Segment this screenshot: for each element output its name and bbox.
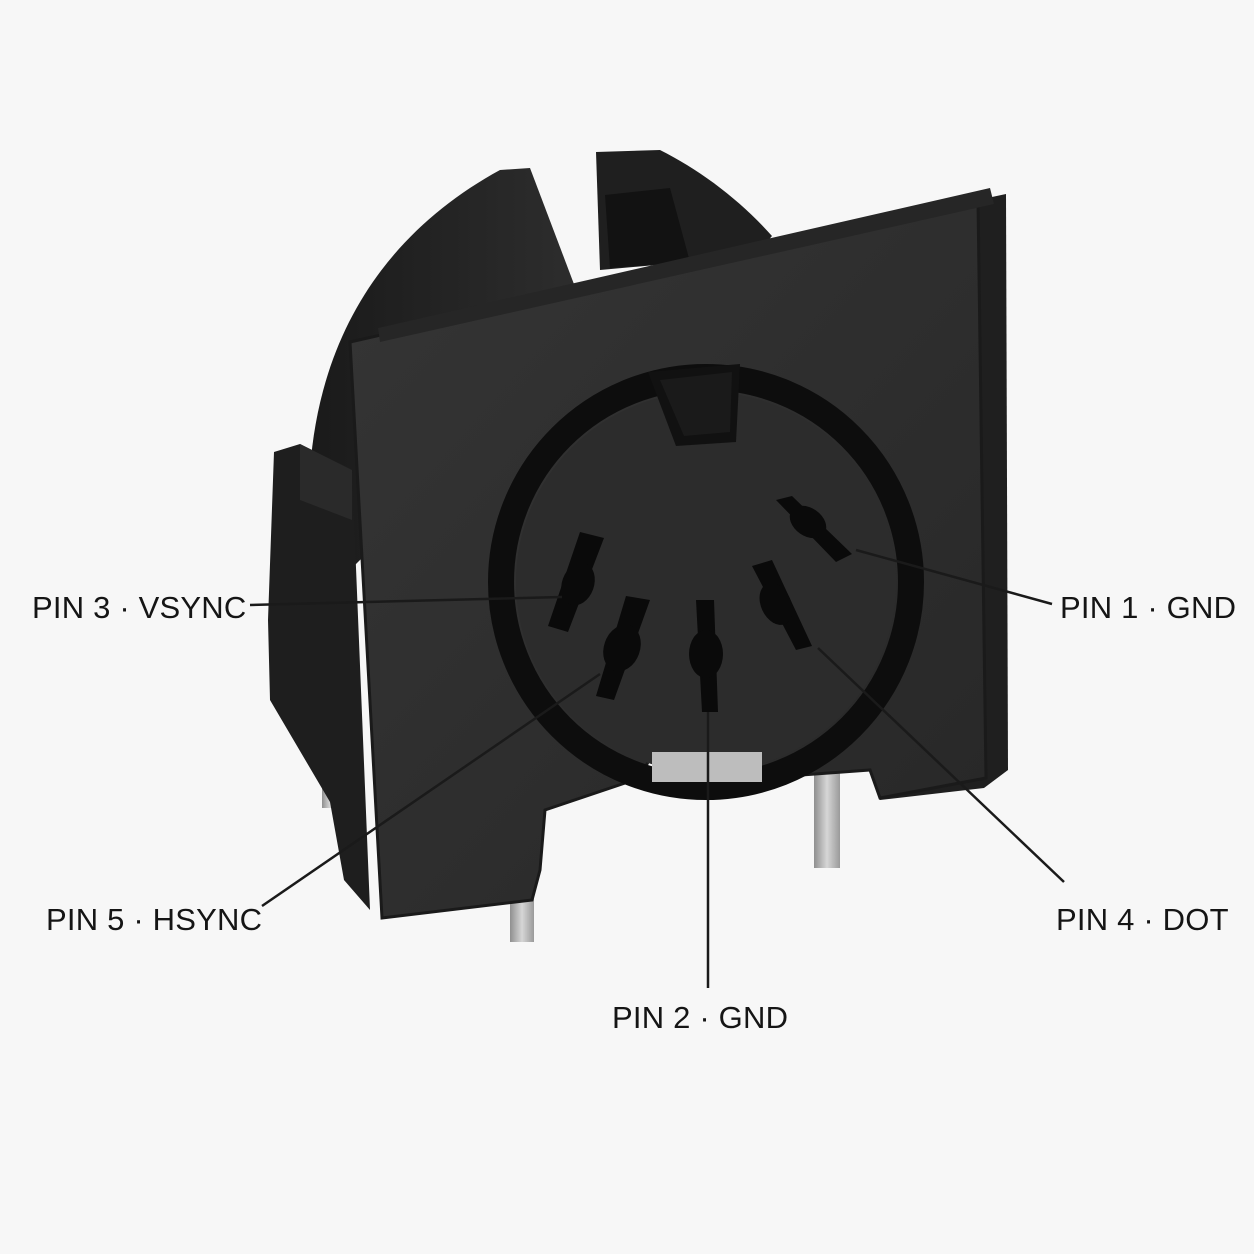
pin-contact-icon <box>548 496 852 712</box>
leader-lines <box>249 548 1065 988</box>
label-pin1: PIN 1 · GND <box>1060 590 1237 625</box>
label-pin3: PIN 3 · VSYNC <box>32 590 247 625</box>
leader-line-pin3 <box>249 595 563 607</box>
leader-line-pin1 <box>855 548 1053 606</box>
left-side-housing <box>268 444 370 910</box>
label-pin4: PIN 4 · DOT <box>1056 902 1229 937</box>
leader-line-pin4 <box>817 647 1065 883</box>
leader-line-pin5 <box>261 672 601 908</box>
label-pin2: PIN 2 · GND <box>612 1000 789 1035</box>
label-pin5: PIN 5 · HSYNC <box>46 902 263 937</box>
